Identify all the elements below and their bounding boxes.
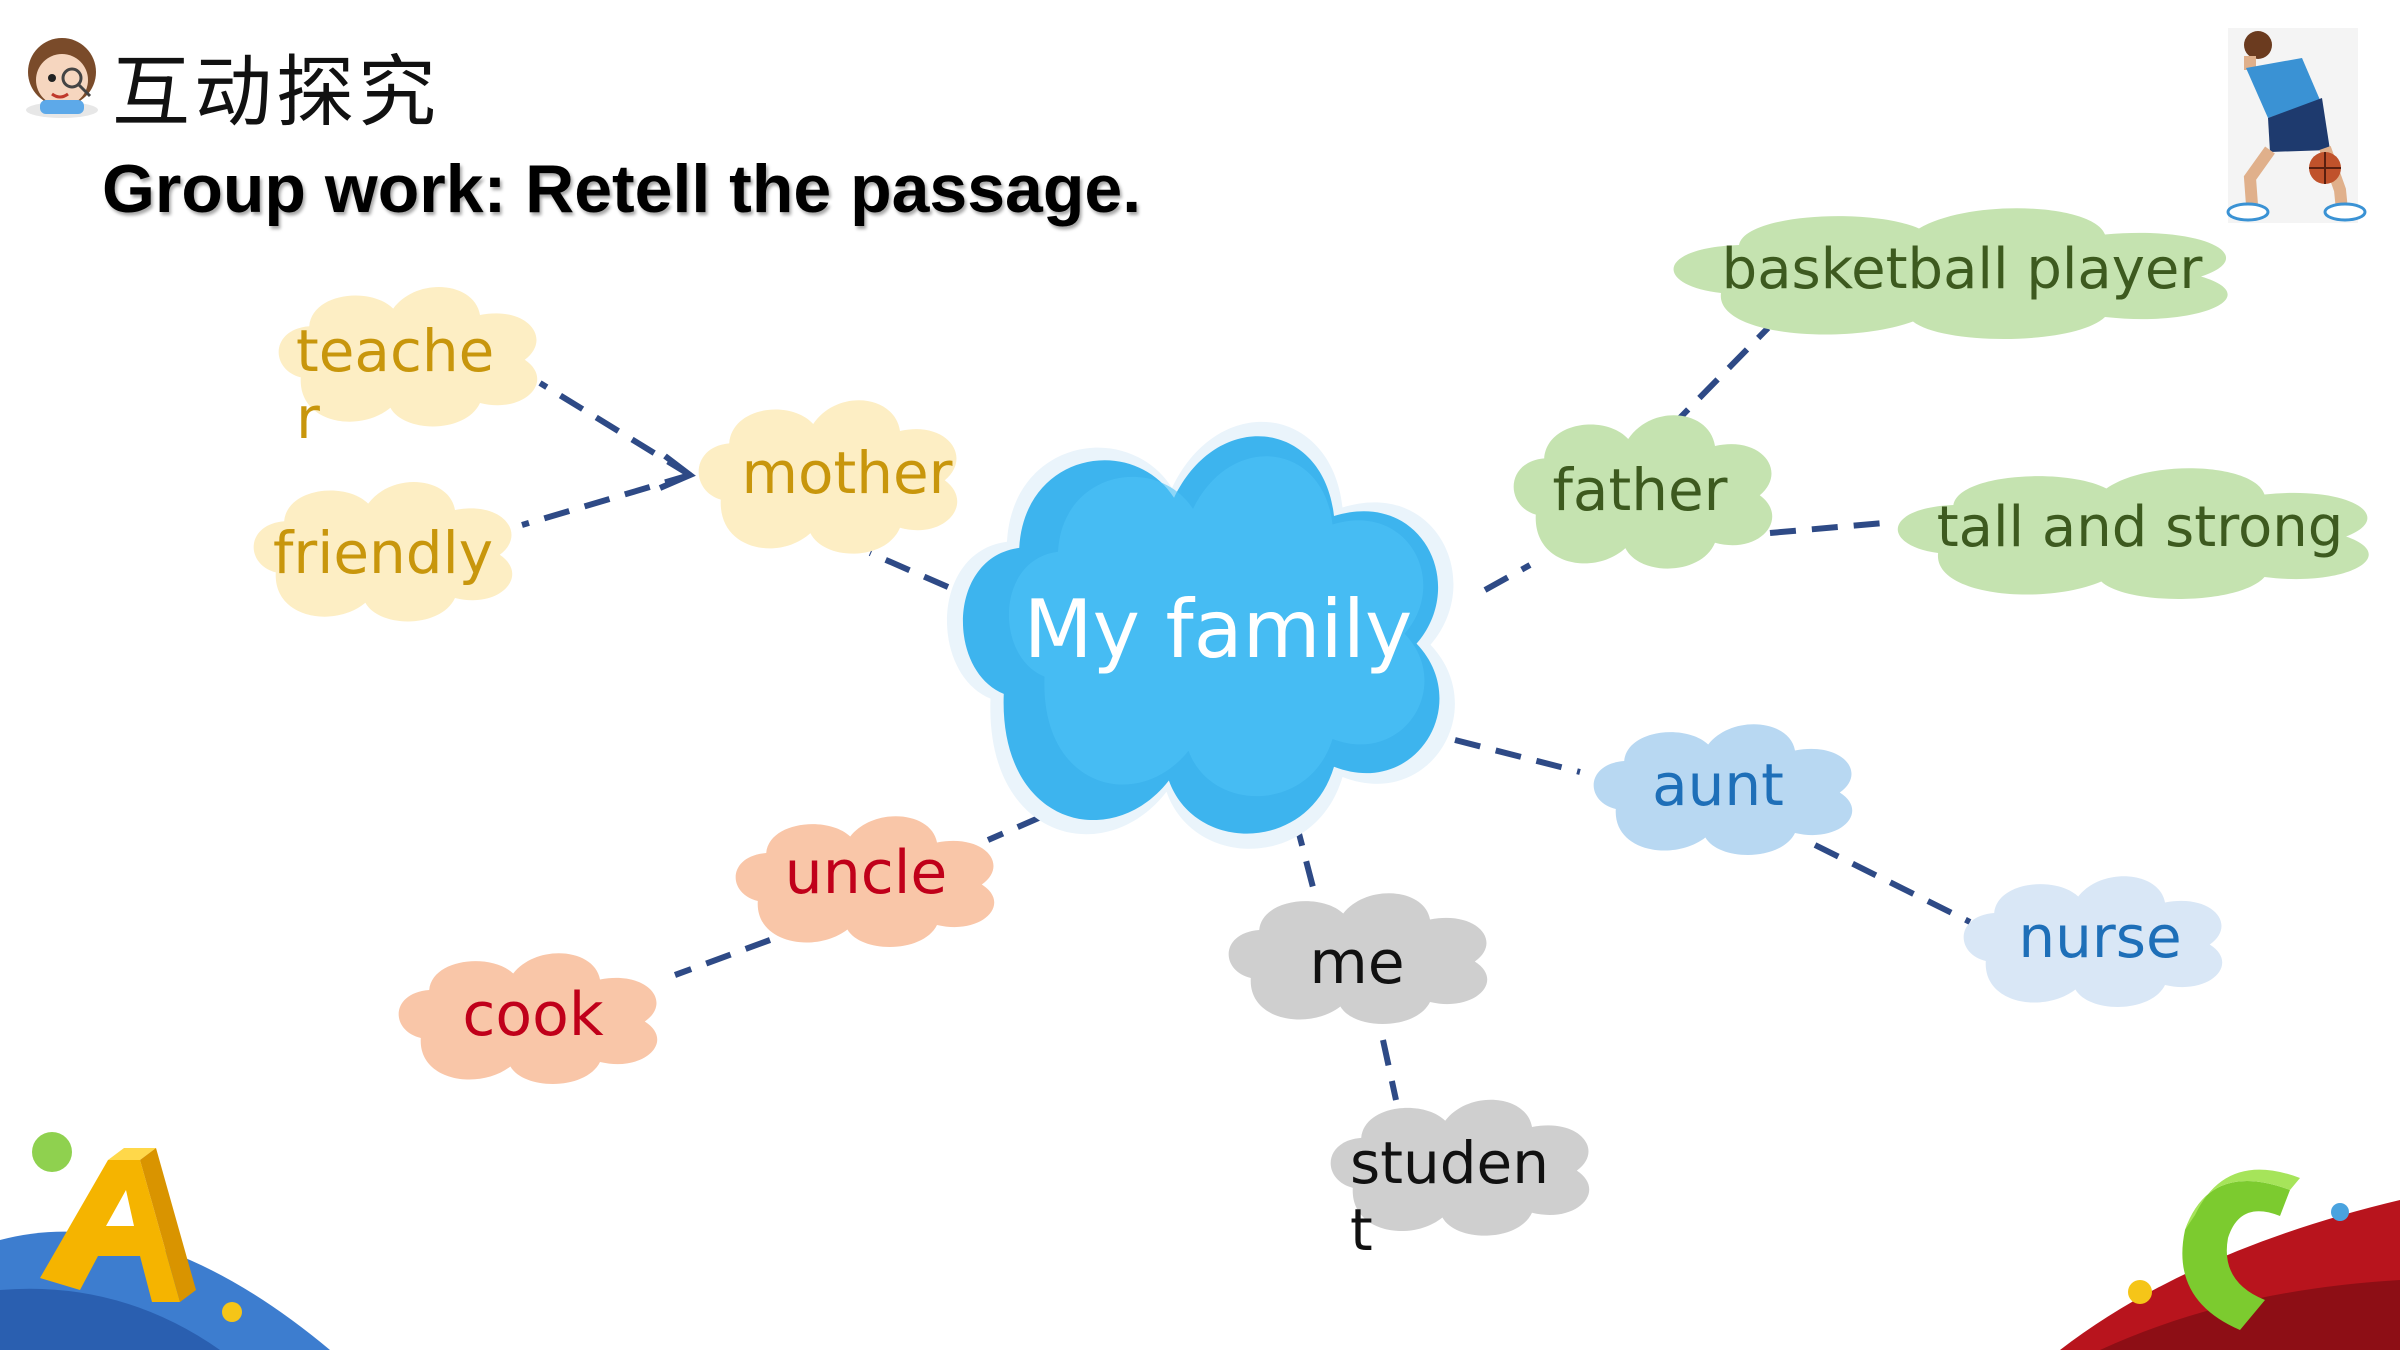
mascot-icon xyxy=(26,38,98,118)
connector-mother-friendly xyxy=(521,472,691,528)
decorative-letter-a-icon xyxy=(0,1132,330,1350)
node-me: me xyxy=(1309,928,1405,998)
node-father: father xyxy=(1552,456,1728,524)
node-tall-and-strong: tall and strong xyxy=(1936,495,2344,560)
node-basketball-player: basketball player xyxy=(1721,237,2203,302)
activity-instruction: Group work: Retell the passage. xyxy=(102,151,1142,227)
connector-center-mother xyxy=(868,550,950,590)
connector-mother-teacher xyxy=(538,380,692,478)
node-nurse: nurse xyxy=(2018,903,2182,971)
node-cook: cook xyxy=(462,980,604,1050)
connector-uncle-cook xyxy=(673,937,772,978)
page-title: 互动探究 xyxy=(112,48,441,138)
node-aunt: aunt xyxy=(1652,751,1784,819)
connector-center-aunt xyxy=(1454,737,1581,775)
node-friendly: friendly xyxy=(272,519,494,587)
node-uncle: uncle xyxy=(784,838,948,908)
decorative-letter-c-icon xyxy=(2060,1169,2400,1350)
basketball-player-icon xyxy=(2226,28,2367,223)
node-student: student xyxy=(1350,1129,1549,1264)
node-teacher: teacher xyxy=(296,317,495,452)
center-label: My family xyxy=(1023,583,1413,676)
node-mother: mother xyxy=(741,439,953,507)
connector-father-basketball xyxy=(1667,325,1771,431)
connector-father-tall xyxy=(1769,519,1896,536)
connector-center-father xyxy=(1483,562,1532,593)
connector-me-student xyxy=(1380,1039,1399,1101)
connector-aunt-nurse xyxy=(1813,842,1972,925)
arrowhead-mother xyxy=(658,453,696,491)
